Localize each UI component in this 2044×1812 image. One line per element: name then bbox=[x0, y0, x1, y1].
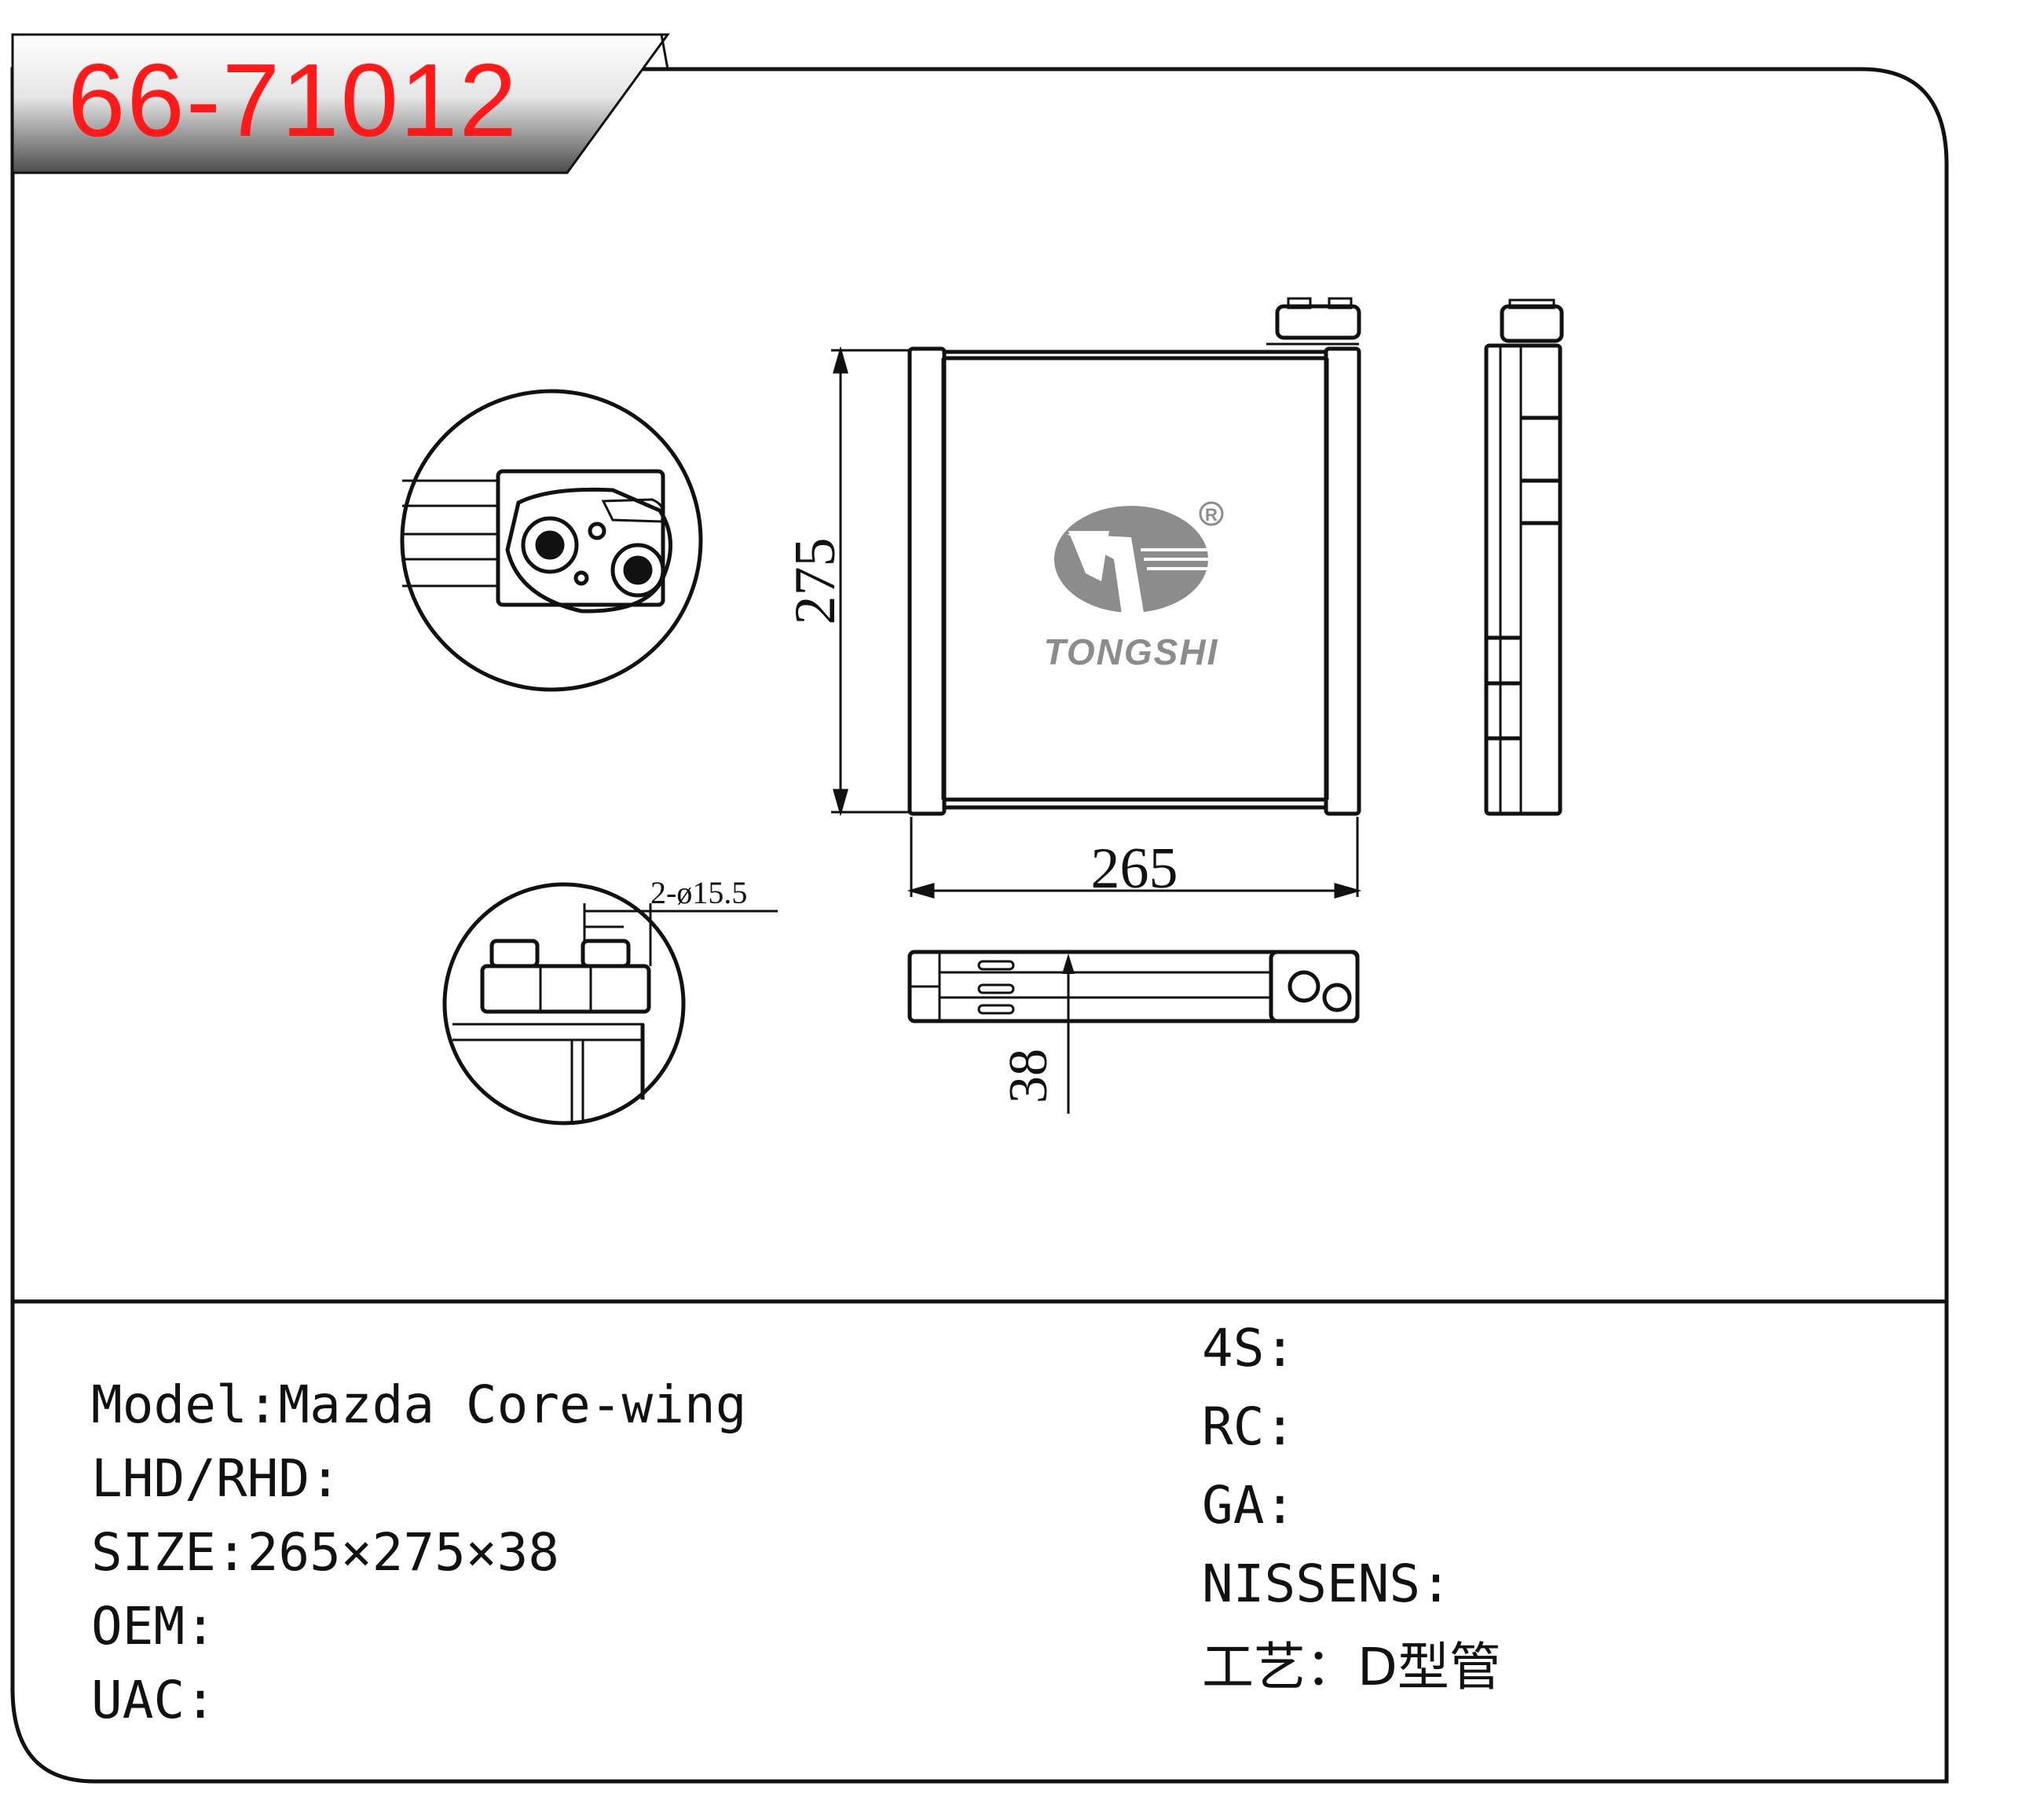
top-view bbox=[907, 950, 1360, 1114]
part-number: 66-71012 bbox=[68, 42, 518, 158]
spec-nissens: NISSENS: bbox=[1202, 1558, 1452, 1610]
detail-view-port-side bbox=[442, 882, 778, 1126]
spec-oem-label: OEM: bbox=[91, 1596, 216, 1656]
width-dimension bbox=[907, 817, 1362, 899]
spec-oem: OEM: bbox=[91, 1601, 216, 1653]
spec-process-value: D型管 bbox=[1357, 1637, 1501, 1697]
port-callout-label: 2-ø15.5 bbox=[650, 875, 747, 910]
spec-lhd-rhd: LHD/RHD: bbox=[91, 1453, 341, 1505]
spec-process: 工艺：D型管 bbox=[1202, 1642, 1501, 1693]
height-dimension bbox=[831, 346, 911, 817]
spec-rc-label: RC: bbox=[1202, 1397, 1296, 1457]
header-band bbox=[11, 33, 670, 174]
spec-model-value: Mazda Core-wing bbox=[278, 1375, 747, 1435]
side-view bbox=[1484, 298, 1564, 816]
spec-model-label: Model: bbox=[91, 1375, 279, 1435]
depth-dimension-label: 38 bbox=[998, 1049, 1059, 1104]
spec-nissens-label: NISSENS: bbox=[1202, 1554, 1452, 1614]
outer-frame bbox=[10, 67, 1949, 1784]
spec-ga-label: GA: bbox=[1202, 1475, 1296, 1536]
height-dimension-label: 275 bbox=[783, 538, 848, 625]
spec-size-label: SIZE: bbox=[91, 1522, 247, 1583]
header-accent bbox=[660, 34, 669, 70]
spec-model: Model:Mazda Core-wing bbox=[91, 1379, 746, 1431]
front-view bbox=[907, 297, 1361, 816]
spec-lhd-rhd-label: LHD/RHD: bbox=[91, 1448, 341, 1509]
spec-4s-label: 4S: bbox=[1202, 1318, 1296, 1378]
spec-size: SIZE:265×275×38 bbox=[91, 1527, 559, 1579]
spec-4s: 4S: bbox=[1202, 1323, 1295, 1375]
width-dimension-label: 265 bbox=[1091, 836, 1178, 901]
tongshi-logo bbox=[1054, 501, 1224, 614]
registered-mark: R bbox=[1205, 505, 1218, 525]
spec-ga: GA: bbox=[1202, 1480, 1295, 1532]
spec-uac-label: UAC: bbox=[91, 1670, 216, 1730]
spec-size-value: 265×275×38 bbox=[247, 1522, 560, 1583]
spec-uac: UAC: bbox=[91, 1675, 216, 1726]
detail-view-port-face bbox=[400, 389, 703, 692]
brand-name: TONGSHI bbox=[1044, 631, 1219, 672]
spec-rc: RC: bbox=[1202, 1401, 1295, 1453]
spec-process-label: 工艺： bbox=[1202, 1637, 1357, 1697]
